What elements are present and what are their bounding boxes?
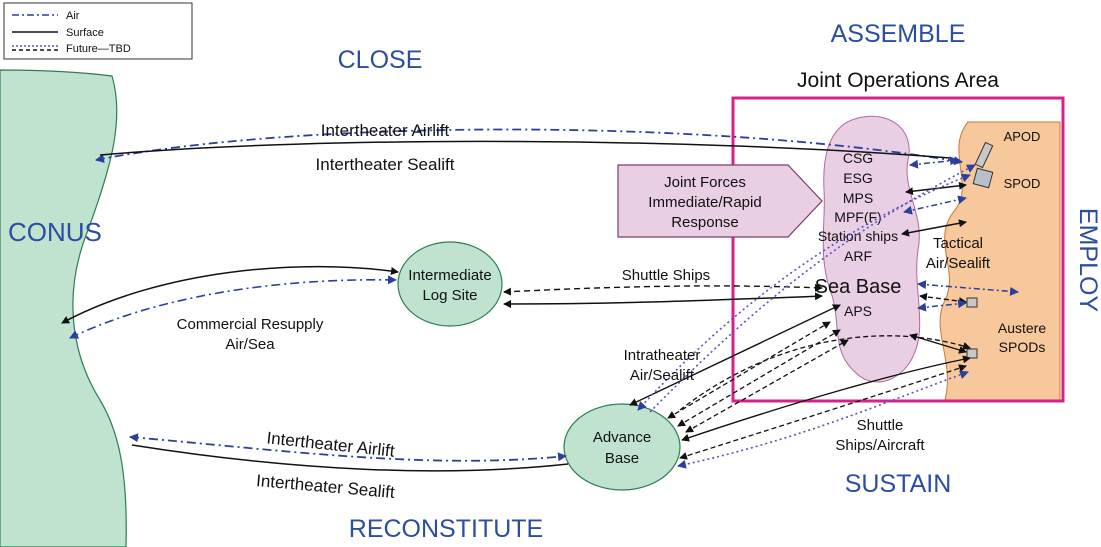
intertheater-sealift-top-arrow — [99, 140, 951, 159]
shuttle-aircraft-line1: Shuttle — [857, 417, 904, 434]
sea-base-item: CSG — [843, 150, 873, 166]
intertheater-airlift-top-label: Intertheater Airlift — [321, 121, 450, 140]
commercial-air-arrow — [69, 275, 397, 339]
austere-line1: Austere — [998, 320, 1046, 336]
shuttle-surface-arrow — [681, 355, 971, 442]
commercial-line2: Air/Sea — [225, 336, 275, 353]
shuttle-ships-solid-arrow — [503, 292, 823, 308]
conus-label: CONUS — [8, 217, 102, 247]
phase-reconstitute: RECONSTITUTE — [349, 515, 543, 543]
legend-air-label: Air — [66, 10, 80, 22]
tactical-line1: Tactical — [933, 235, 983, 252]
austere-line2: SPODs — [999, 339, 1046, 355]
tactical-air-arrow — [909, 156, 959, 169]
shuttle-ships-dashed-arrow — [503, 283, 823, 296]
phase-employ: EMPLOY — [1074, 208, 1101, 313]
commercial-surface-arrow — [61, 265, 399, 324]
phase-close: CLOSE — [338, 46, 423, 74]
joa-title: Joint Operations Area — [797, 69, 999, 92]
conus-region — [0, 69, 127, 547]
austere-spod-marker-1 — [966, 297, 978, 308]
tactical-line2: Air/Sealift — [926, 255, 991, 272]
sea-base-title: Sea Base — [815, 276, 902, 298]
advance-line2: Base — [605, 450, 639, 467]
advance-line1: Advance — [593, 429, 651, 446]
sea-base-item: ESG — [843, 170, 873, 186]
shuttle-ships-label: Shuttle Ships — [622, 267, 710, 284]
intermediate-log-site-node — [397, 241, 503, 327]
joint-forces-line3: Response — [671, 214, 739, 231]
intratheater-line2: Air/Sealift — [630, 367, 695, 384]
intratheater-line1: Intratheater — [624, 347, 701, 364]
intertheater-sealift-bottom-label: Intertheater Sealift — [255, 471, 395, 502]
sea-base-aps: APS — [844, 303, 872, 319]
apod-label: APOD — [1004, 129, 1041, 144]
phase-assemble: ASSEMBLE — [831, 20, 966, 48]
intertheater-airlift-bottom-arrow — [129, 433, 567, 462]
shuttle-aircraft-line2: Ships/Aircraft — [835, 437, 925, 454]
intertheater-sealift-top-label: Intertheater Sealift — [316, 155, 455, 174]
advance-base-node — [563, 403, 681, 491]
sea-base-item: ARF — [844, 248, 872, 264]
joint-forces-line2: Immediate/Rapid — [648, 194, 761, 211]
intertheater-airlift-bottom-label: Intertheater Airlift — [266, 428, 396, 460]
austere-spod-marker-2 — [966, 348, 978, 359]
legend: Air Surface Future—TBD — [3, 2, 193, 60]
legend-future-label: Future—TBD — [66, 43, 131, 55]
intermediate-line1: Intermediate — [408, 267, 491, 284]
sea-base-item: MPF(F) — [834, 209, 881, 225]
apod-marker — [974, 141, 994, 169]
intratheater-dashed-arrow — [685, 339, 849, 433]
intermediate-line2: Log Site — [422, 287, 477, 304]
sea-base-item: MPS — [843, 190, 873, 206]
intertheater-airlift-top-arrow — [95, 128, 963, 166]
spod-label: SPOD — [1004, 176, 1041, 191]
commercial-line1: Commercial Resupply — [177, 316, 324, 333]
intertheater-sealift-bottom-arrow — [131, 444, 569, 472]
intratheater-arrows — [629, 164, 976, 469]
legend-surface-label: Surface — [66, 27, 104, 39]
joint-forces-line1: Joint Forces — [664, 174, 746, 191]
phase-sustain: SUSTAIN — [845, 470, 952, 498]
spod-marker — [972, 167, 994, 189]
